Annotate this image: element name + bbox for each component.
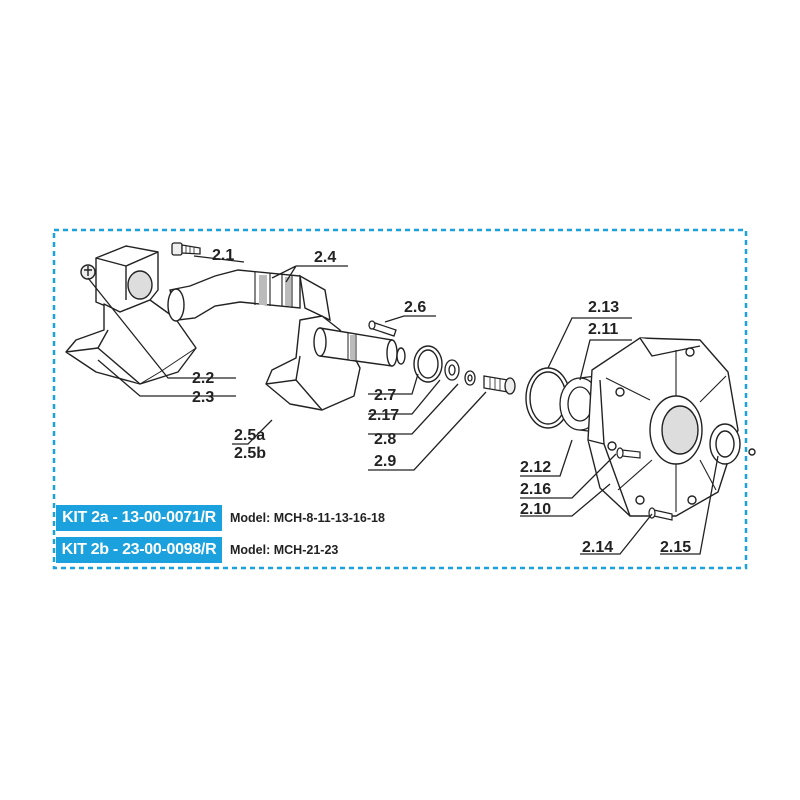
label-2-4: 2.4 bbox=[314, 249, 336, 266]
circlip-part bbox=[413, 345, 443, 383]
label-2-13: 2.13 bbox=[588, 299, 619, 316]
label-2-7: 2.7 bbox=[374, 387, 396, 404]
label-2-12: 2.12 bbox=[520, 459, 551, 476]
label-2-8: 2.8 bbox=[374, 431, 396, 448]
label-2-3: 2.3 bbox=[192, 389, 214, 406]
label-2-16: 2.16 bbox=[520, 481, 551, 498]
washer-part bbox=[444, 359, 460, 381]
label-2-10: 2.10 bbox=[520, 501, 551, 518]
kit-2a-code: KIT 2a - 13-00-0071/R bbox=[56, 505, 222, 531]
label-2-6: 2.6 bbox=[404, 299, 426, 316]
label-2-2: 2.2 bbox=[192, 370, 214, 387]
dashed-frame bbox=[52, 228, 748, 570]
label-2-17: 2.17 bbox=[368, 407, 399, 424]
bolt-part bbox=[171, 242, 201, 256]
housing-part bbox=[587, 337, 739, 517]
pin-part bbox=[368, 320, 397, 337]
leader-lines bbox=[87, 255, 719, 555]
rotor-shaft-part bbox=[167, 269, 331, 322]
kit-2a-model: Model: MCH-8-11-13-16-18 bbox=[230, 511, 385, 525]
movable-tine-part bbox=[265, 315, 406, 411]
label-2-5a: 2.5a bbox=[234, 427, 265, 444]
seal-part bbox=[709, 423, 756, 465]
small-washer-part bbox=[464, 370, 476, 386]
label-2-5b: 2.5b bbox=[234, 445, 266, 462]
housing-screw-part bbox=[616, 447, 673, 521]
label-2-15: 2.15 bbox=[660, 539, 691, 556]
kit-2b-model: Model: MCH-21-23 bbox=[230, 543, 339, 557]
kit-2b-code: KIT 2b - 23-00-0098/R bbox=[56, 537, 222, 563]
label-2-11: 2.11 bbox=[588, 321, 618, 338]
label-2-1: 2.1 bbox=[212, 247, 234, 264]
fixed-tine-part bbox=[65, 245, 197, 385]
label-2-14: 2.14 bbox=[582, 539, 613, 556]
label-2-9: 2.9 bbox=[374, 453, 396, 470]
screw-part bbox=[483, 375, 516, 395]
